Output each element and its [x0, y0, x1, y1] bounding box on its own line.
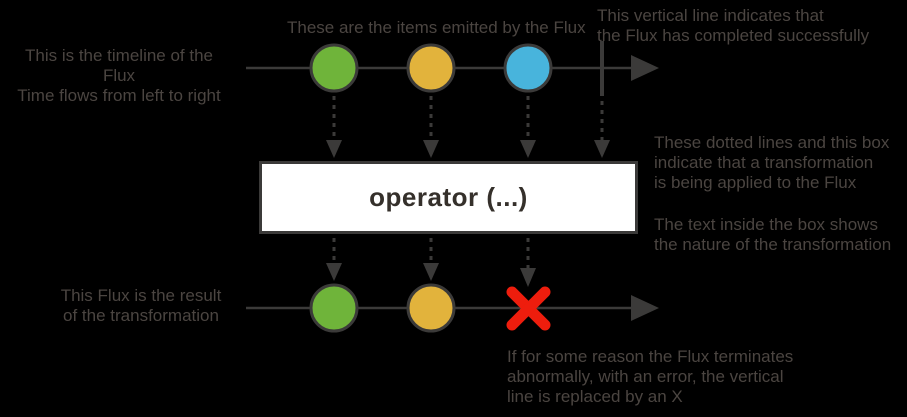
operator-box: operator (...) — [259, 161, 638, 234]
annotation-result: This Flux is the result of the transform… — [60, 286, 222, 325]
source-item-green — [309, 43, 359, 93]
result-item-green — [309, 283, 359, 333]
source-item-blue — [503, 43, 553, 93]
operator-input-arrowhead-2-icon — [423, 140, 439, 158]
error-x-icon — [506, 286, 551, 331]
operator-output-arrowhead-2-icon — [423, 263, 439, 281]
operator-output-arrowhead-1-icon — [326, 263, 342, 281]
operator-input-arrowhead-3-icon — [520, 140, 536, 158]
operator-label: operator (...) — [369, 182, 528, 212]
annotation-timeline: This is the timeline of the Flux Time fl… — [17, 46, 221, 105]
annotation-completion: This vertical line indicates that the Fl… — [597, 6, 870, 45]
annotation-items: These are the items emitted by the Flux — [287, 18, 586, 37]
annotation-error: If for some reason the Flux terminates a… — [507, 347, 794, 406]
annotation-transformation: These dotted lines and this box indicate… — [654, 133, 890, 192]
source-item-yellow — [406, 43, 456, 93]
operator-output-arrowhead-3-icon — [520, 268, 536, 287]
annotation-box-text: The text inside the box shows the nature… — [654, 215, 892, 254]
operator-input-arrowhead-4-icon — [594, 140, 610, 158]
source-timeline-arrowhead-icon — [631, 55, 659, 81]
result-timeline-arrowhead-icon — [631, 295, 659, 321]
operator-input-arrowhead-1-icon — [326, 140, 342, 158]
result-item-yellow — [406, 283, 456, 333]
